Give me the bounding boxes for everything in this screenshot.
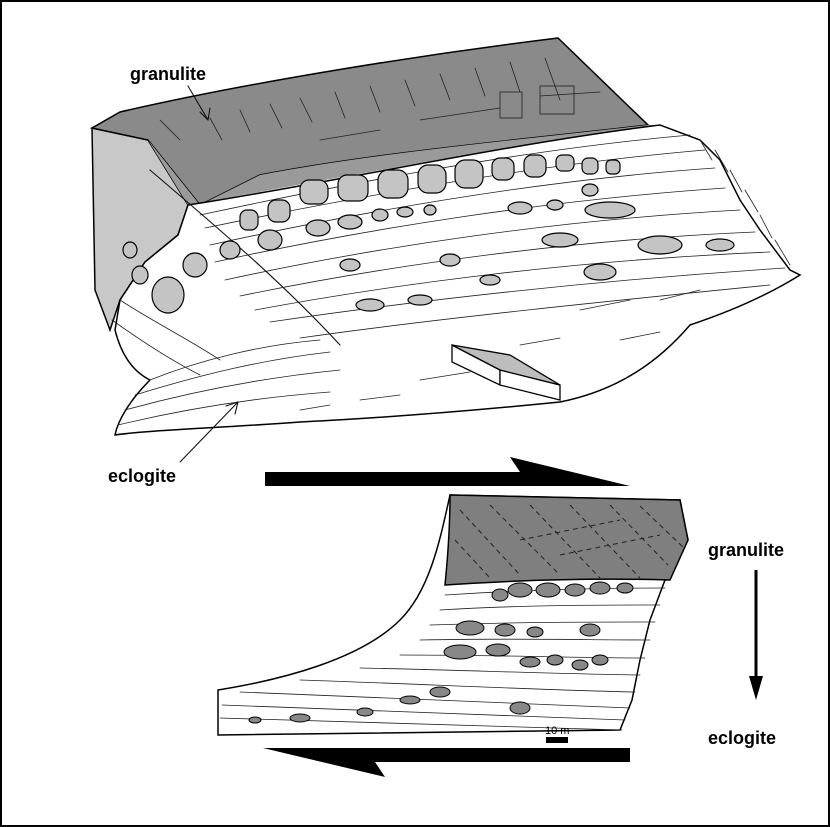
gradient-arrow-down-icon [749, 676, 763, 700]
top-granulite-label: granulite [130, 64, 206, 84]
scale-bar [546, 737, 568, 743]
top-eclogite-label: eclogite [108, 466, 176, 486]
block-diagram [92, 38, 800, 435]
shear-arrow-right [265, 457, 630, 486]
section-granulite-band [445, 495, 688, 585]
side-granulite-label: granulite [708, 540, 784, 560]
cross-section: 10 m [218, 495, 688, 743]
shear-arrow-left [263, 748, 630, 777]
scale-bar-label: 10 m [545, 725, 569, 737]
side-eclogite-label: eclogite [708, 728, 776, 748]
